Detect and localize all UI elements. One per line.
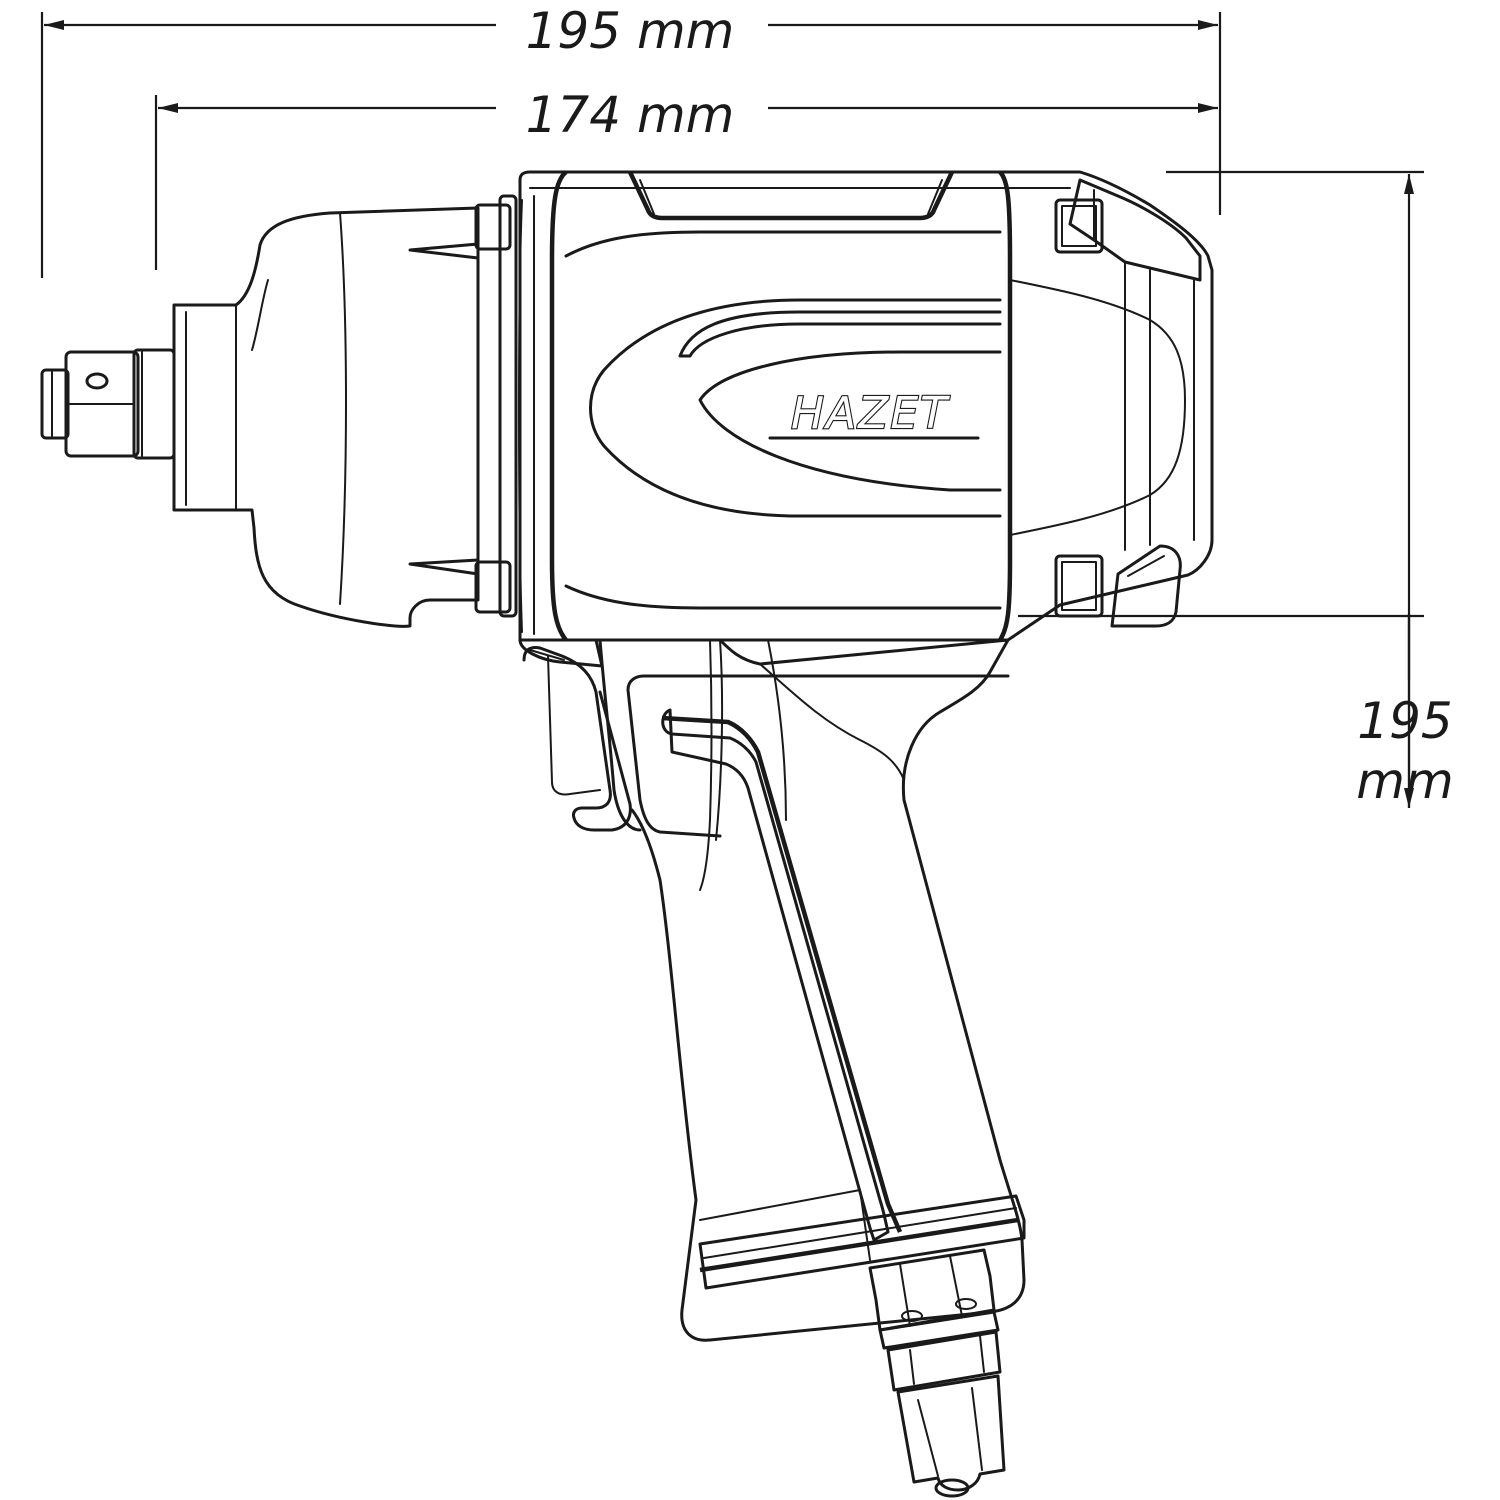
dimension-overall-length: 195 mm [40, 2, 1222, 278]
motor-housing [518, 170, 1214, 642]
height-value-label: 195 [1357, 692, 1452, 750]
dimension-height: 195 mm [1018, 170, 1454, 810]
hammer-case [172, 194, 518, 628]
dimension-housing-length: 174 mm [154, 86, 1218, 270]
brand-logo-text: HAZET [791, 388, 950, 439]
square-drive-anvil [40, 348, 176, 460]
pistol-grip [518, 638, 1026, 1342]
housing-length-label: 174 mm [526, 86, 735, 144]
overall-length-label: 195 mm [526, 2, 735, 60]
air-inlet-fitting [868, 1248, 1006, 1498]
logo-badge: HAZET [589, 298, 1002, 518]
trigger [522, 646, 632, 832]
height-unit-label: mm [1356, 752, 1453, 810]
